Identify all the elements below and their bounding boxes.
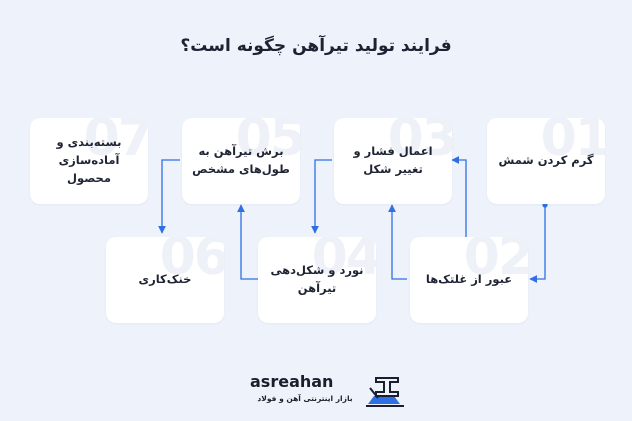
- brand-logo: asreahan بازار اینترنتی آهن و فولاد: [250, 372, 410, 412]
- step-number: 02: [463, 237, 528, 287]
- brand-name: asreahan: [250, 372, 334, 391]
- step-number: 03: [387, 118, 452, 168]
- step-label: گرم کردن شمش: [498, 153, 594, 168]
- step-number: 05: [235, 118, 300, 168]
- arrow-01-02: [529, 202, 548, 283]
- step-number: 07: [83, 118, 148, 168]
- step-number: 06: [159, 237, 224, 287]
- step-card-06: 06 خنک‌کاری: [106, 237, 224, 323]
- step-number: 01: [540, 118, 605, 168]
- step-label: خنک‌کاری: [138, 272, 192, 287]
- arrow-02-03: [388, 204, 407, 280]
- arrow-03-04: [311, 159, 332, 234]
- brand-tagline: بازار اینترنتی آهن و فولاد: [257, 394, 353, 403]
- arrow-04-05: [237, 204, 258, 280]
- arrow-05-06: [158, 159, 180, 234]
- ibeam-logo-icon: [366, 377, 404, 407]
- step-label: عبور از غلتک‌ها: [425, 272, 513, 287]
- step-card-01: 01 گرم کردن شمش: [487, 118, 605, 204]
- step-number: 04: [311, 237, 376, 287]
- page-title: فرایند تولید تیرآهن چگونه است؟: [180, 36, 452, 56]
- step-card-02: 02 عبور از غلتک‌ها: [410, 237, 528, 323]
